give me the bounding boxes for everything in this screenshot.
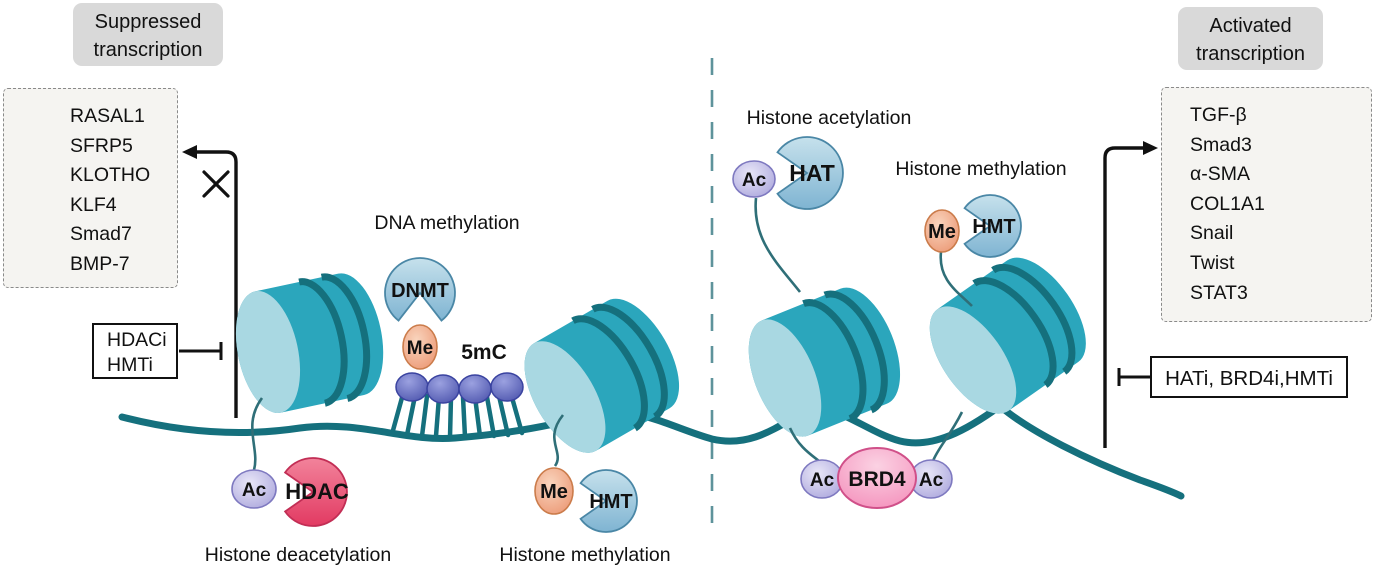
dna-methylation-label: DNA methylation: [374, 212, 520, 234]
suppressed-transcription-title: Suppressed transcription: [73, 3, 223, 66]
tail-n1-ac: [250, 397, 264, 471]
five-mc-label: 5mC: [461, 341, 507, 364]
gene-item: TGF-β: [1190, 104, 1247, 126]
activated-transcription-title: Activated transcription: [1178, 7, 1323, 70]
hdac-enzyme-shape: [283, 457, 348, 527]
nucleosome-2: [524, 298, 680, 453]
dnmt-enzyme-shape: [384, 257, 456, 322]
activated-gene-box: TGF-β Smad3 α-SMA COL1A1 Snail Twist STA…: [1161, 87, 1372, 322]
tail-n3-brd4ac: [788, 427, 820, 463]
ac-label-deacetylation: Ac: [242, 480, 267, 501]
nucleosome-1: [235, 273, 384, 413]
inhibitor-hmti: HMTi: [107, 354, 153, 376]
suppressed-arrow-line: [197, 150, 238, 418]
hat-enzyme-shape: [776, 136, 844, 210]
gene-item: SFRP5: [70, 134, 133, 157]
ac-mark-deacetylation: [231, 469, 277, 509]
hmt-enzyme-shape-left: [579, 469, 638, 533]
gene-item: STAT3: [1190, 281, 1248, 304]
brd4-label: BRD4: [848, 468, 905, 491]
ac-label-brd4-left: Ac: [810, 470, 835, 491]
suppression-cross-icon: [202, 170, 230, 198]
histone-methylation-right-label: Histone methylation: [895, 158, 1067, 180]
gene-item: RASAL1: [70, 105, 145, 127]
hmt-label-right: HMT: [972, 216, 1015, 238]
gene-item: Smad7: [70, 223, 132, 246]
tail-me-n4: [939, 251, 973, 307]
hdac-label: HDAC: [285, 479, 349, 504]
me-mark-left: [534, 467, 574, 515]
histone-deacetylation-label: Histone deacetylation: [204, 544, 392, 566]
gene-item: BMP-7: [70, 252, 130, 275]
nucleosome-4: [929, 257, 1086, 414]
nucleosome-3: [748, 287, 901, 437]
right-inhibitor-box: HATi, BRD4i,HMTi: [1150, 356, 1348, 398]
histone-acetylation-label: Histone acetylation: [746, 107, 912, 129]
tail-ac-n3: [754, 197, 802, 293]
tail-n4-brd4ac: [931, 411, 964, 462]
gene-item: KLF4: [70, 193, 117, 216]
inhibitor-hdaci: HDACi: [107, 329, 167, 351]
me-label-left: Me: [540, 481, 568, 503]
ac-mark-acetylation: [732, 160, 776, 198]
tail-n2-me: [552, 414, 565, 467]
left-inhibitor-box: HDACi HMTi: [92, 323, 178, 379]
gene-item: COL1A1: [1190, 192, 1265, 215]
dnmt-label: DNMT: [391, 280, 449, 302]
gene-item: KLOTHO: [70, 164, 151, 187]
hat-label: HAT: [789, 160, 835, 186]
me-label-dna: Me: [407, 338, 433, 359]
me-mark-dna: [402, 324, 438, 370]
gene-item: Smad3: [1190, 133, 1252, 156]
methyl-cpg-spheres: [395, 372, 524, 404]
gene-item: α-SMA: [1190, 163, 1251, 186]
me-mark-right: [924, 209, 960, 253]
histone-tails: [250, 197, 973, 471]
hmt-label-left: HMT: [589, 491, 632, 513]
dna-strand: [118, 401, 1185, 500]
ac-label-acetylation: Ac: [742, 170, 767, 191]
histone-methylation-left-label: Histone methylation: [499, 544, 671, 566]
left-inhibitor-tbar: [179, 342, 223, 360]
ac-label-brd4-right: Ac: [919, 470, 944, 491]
suppressed-arrowhead: [182, 145, 197, 159]
activated-arrowhead: [1143, 141, 1158, 155]
gene-item: Snail: [1190, 222, 1234, 245]
right-inhibitor-tbar: [1117, 368, 1150, 386]
hmt-enzyme-shape-right: [963, 194, 1022, 258]
suppressed-gene-box: RASAL1 SFRP5 KLOTHO KLF4 Smad7 BMP-7: [3, 88, 178, 288]
activated-arrow-line: [1103, 146, 1143, 448]
gene-item: Twist: [1190, 251, 1235, 274]
me-label-right: Me: [928, 221, 956, 243]
brd4-protein-shape: [837, 447, 917, 509]
